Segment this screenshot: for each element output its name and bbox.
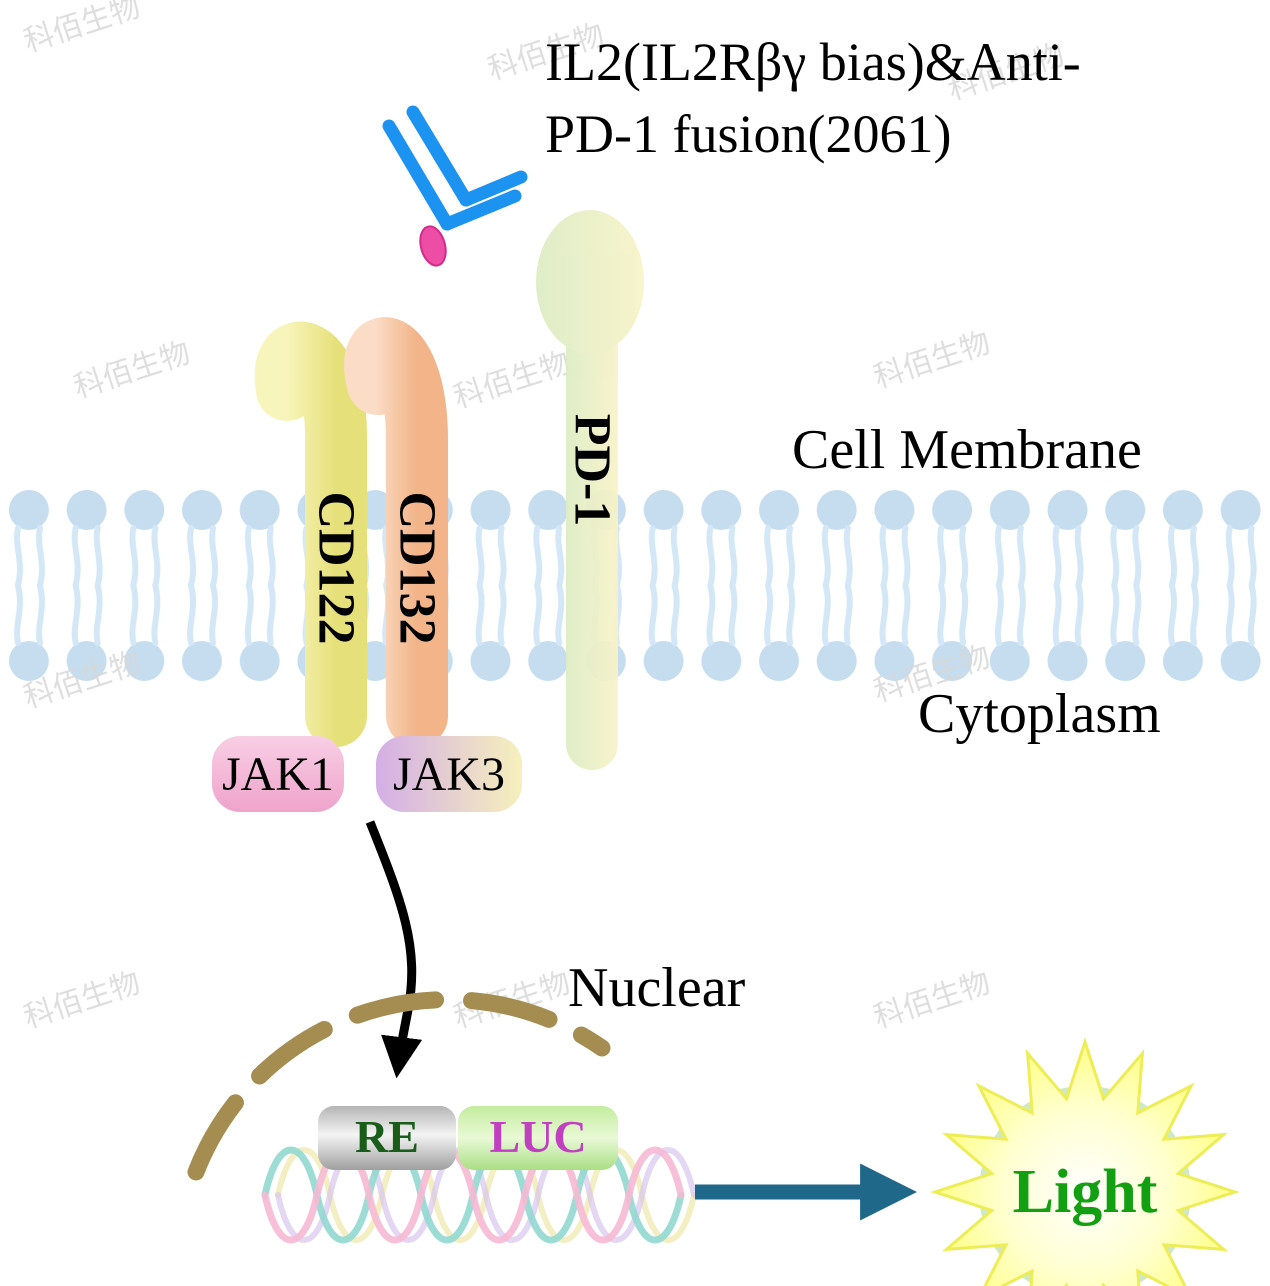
cd132-receptor xyxy=(344,317,448,747)
watermark-text: 科佰生物 xyxy=(870,326,994,394)
jak3-box xyxy=(376,736,522,812)
watermark-text: 科佰生物 xyxy=(70,336,194,404)
cell-membrane-label: Cell Membrane xyxy=(792,419,1142,481)
re-box xyxy=(318,1106,456,1170)
watermark-text: 科佰生物 xyxy=(450,346,574,414)
jak1-label: JAK1 xyxy=(222,748,334,801)
membrane-bottom-leaflet-rect xyxy=(0,583,1270,683)
re-label: RE xyxy=(355,1111,419,1162)
cd132-label: CD132 xyxy=(389,491,446,644)
pd1-stem xyxy=(566,315,618,770)
antibody-arm-icon xyxy=(382,119,454,231)
cytoplasm-label: Cytoplasm xyxy=(918,683,1161,745)
nuclear-label: Nuclear xyxy=(568,957,746,1019)
light-burst: Light xyxy=(930,1037,1240,1286)
antibody-group xyxy=(382,105,528,267)
jak3-label: JAK3 xyxy=(393,748,505,801)
diagram-title-line2: PD-1 fusion(2061) xyxy=(545,104,951,164)
antibody-fc-icon xyxy=(440,189,522,231)
nuclear-envelope xyxy=(187,991,611,1181)
light-label: Light xyxy=(1013,1158,1158,1226)
il2-molecule xyxy=(419,225,447,267)
watermark-text: 科佰生物 xyxy=(20,0,144,59)
antibody-fc-icon xyxy=(459,170,528,207)
starburst-icon xyxy=(930,1037,1240,1286)
antibody-arm-icon xyxy=(406,105,473,207)
pd1-head xyxy=(536,210,644,354)
membrane-bottom-leaflet xyxy=(0,583,1270,683)
luc-label: LUC xyxy=(489,1111,586,1162)
jak1-box xyxy=(212,736,344,812)
membrane-top-leaflet xyxy=(0,488,1270,588)
pd1-label: PD-1 xyxy=(564,414,621,527)
cd122-label: CD122 xyxy=(308,491,365,644)
watermark-text: 科佰生物 xyxy=(20,966,144,1034)
signal-arrow xyxy=(365,820,423,1079)
luc-box xyxy=(458,1106,618,1170)
cd122-receptor xyxy=(254,321,367,747)
watermark-text: 科佰生物 xyxy=(870,966,994,1034)
diagram-title-line1: IL2(IL2Rβγ bias)&Anti- xyxy=(545,32,1081,92)
pd1-receptor xyxy=(536,210,644,770)
